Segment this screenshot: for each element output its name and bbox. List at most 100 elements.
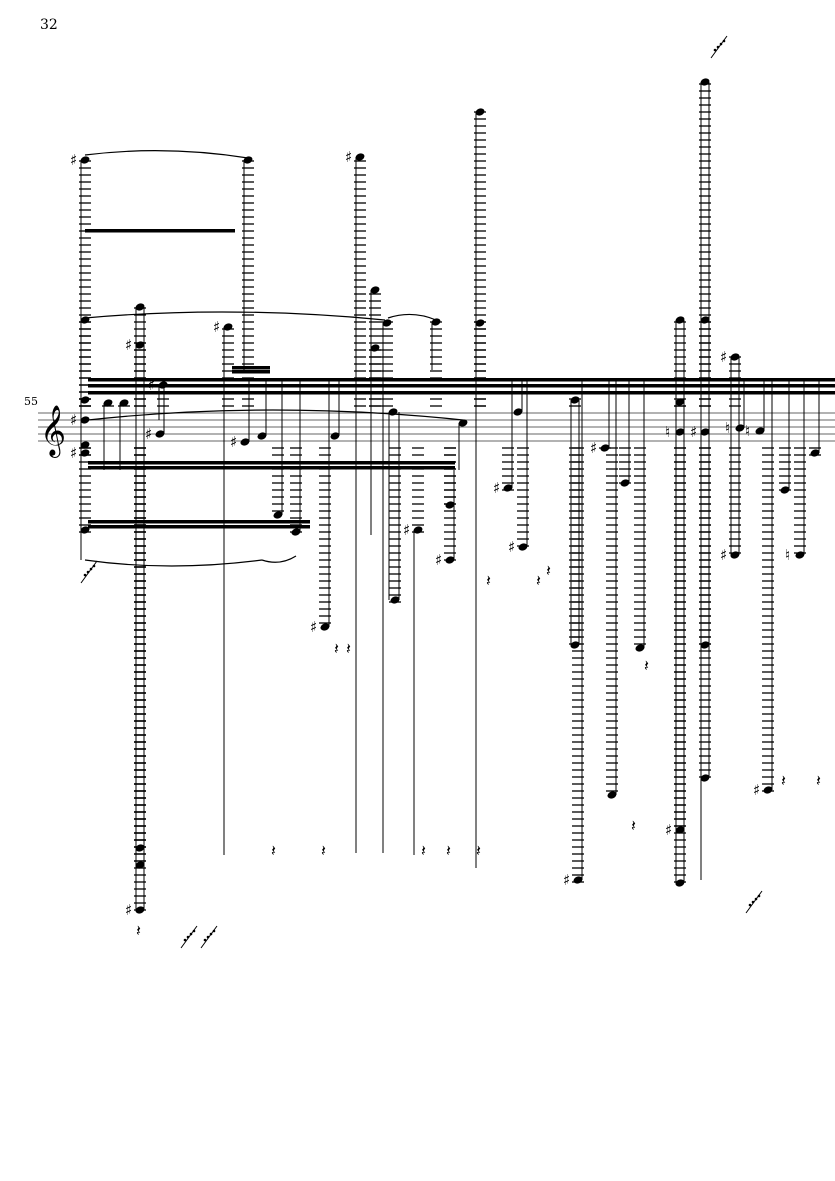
sharp-icon: ♯: [508, 538, 515, 556]
tremolo-dot: [83, 573, 87, 577]
notehead: [600, 444, 610, 452]
notehead: [273, 511, 283, 519]
sharp-icon: ♯: [145, 425, 152, 443]
note: ♯: [145, 380, 165, 443]
notehead: [795, 551, 805, 559]
sharp-icon: ♯: [690, 423, 697, 441]
note: [474, 319, 486, 868]
notehead: [135, 906, 145, 914]
sharp-icon: ♯: [125, 901, 132, 919]
note: ♯: [493, 380, 514, 497]
note: [699, 82, 711, 782]
notehead: [445, 501, 455, 509]
notehead: [370, 344, 380, 352]
notehead: [570, 396, 580, 404]
note: ♮: [665, 423, 685, 883]
quarter-rest-icon: 𝄽: [536, 571, 541, 590]
note: ♯: [563, 380, 584, 889]
sharp-icon: ♯: [70, 444, 77, 462]
note: ♮: [785, 380, 806, 564]
note: [389, 412, 401, 604]
sharp-icon: ♯: [403, 521, 410, 539]
notehead: [675, 316, 685, 324]
quarter-rest-icon: 𝄽: [346, 639, 351, 658]
quarter-rest-icon: 𝄽: [446, 841, 451, 860]
notehead: [513, 408, 523, 416]
note: ♯: [213, 318, 234, 855]
note: [779, 380, 791, 494]
sharp-icon: ♯: [70, 151, 77, 169]
tremolo-dot: [713, 48, 717, 52]
notehead: [240, 438, 250, 446]
note: [674, 320, 686, 887]
notehead: [763, 786, 773, 794]
note: ♯: [148, 376, 169, 420]
notehead: [573, 876, 583, 884]
natural-icon: ♮: [785, 546, 790, 564]
notehead: [135, 861, 145, 869]
notehead: [700, 774, 710, 782]
note: ♯: [345, 148, 366, 853]
notehead: [370, 286, 380, 294]
note: ♯: [690, 423, 710, 880]
notehead: [355, 153, 365, 161]
notehead: [735, 424, 745, 432]
notehead: [431, 318, 441, 326]
tremolo-dot: [748, 903, 752, 907]
quarter-rest-icon: 𝄽: [486, 571, 491, 590]
notehead: [413, 526, 423, 534]
quarter-rest-icon: 𝄽: [321, 841, 326, 860]
notehead: [320, 623, 330, 631]
note: ♯: [753, 380, 774, 799]
notehead: [382, 319, 392, 327]
notehead: [475, 319, 485, 327]
notehead: [700, 78, 710, 86]
tremolo-slash: [200, 925, 218, 949]
note: [381, 319, 393, 853]
notehead: [135, 341, 145, 349]
beam: [88, 461, 455, 465]
notehead: [700, 316, 710, 324]
quarter-rest-icon: 𝄽: [334, 639, 339, 658]
page-number: 32: [40, 17, 58, 33]
beam: [88, 525, 310, 529]
beam: [88, 466, 455, 470]
note: ♯: [508, 380, 529, 556]
note: [569, 396, 581, 645]
note: ♯: [230, 380, 250, 451]
notehead: [458, 419, 468, 427]
sharp-icon: ♯: [590, 439, 597, 457]
notehead: [445, 556, 455, 564]
tremolo-dot: [203, 938, 207, 942]
note: [79, 447, 91, 560]
note: ♮: [725, 380, 745, 437]
sharp-icon: ♯: [493, 479, 500, 497]
quarter-rest-icon: 𝄽: [631, 816, 636, 835]
sharp-icon: ♯: [720, 546, 727, 564]
sharp-icon: ♯: [345, 148, 352, 166]
beam: [88, 378, 835, 382]
beam: [88, 384, 835, 388]
note: [634, 380, 646, 652]
sharp-icon: ♯: [720, 348, 727, 366]
notehead: [607, 791, 617, 799]
sharp-icon: ♯: [310, 618, 317, 636]
sharp-icon: ♯: [435, 551, 442, 569]
sharp-icon: ♯: [125, 336, 132, 354]
note: [430, 318, 442, 407]
tremolo-mark-icon: [200, 925, 218, 949]
tremolo-slash: [710, 35, 728, 59]
tremolo-slash: [180, 925, 198, 949]
natural-icon: ♮: [725, 419, 730, 437]
notehead: [80, 396, 90, 404]
notehead: [155, 430, 165, 438]
tremolo-slash: [80, 560, 98, 584]
natural-icon: ♮: [665, 423, 670, 441]
notehead: [810, 449, 820, 457]
notehead: [675, 398, 685, 406]
notehead: [780, 486, 790, 494]
staff: [38, 412, 835, 442]
notehead: [675, 826, 685, 834]
notes: ♯♯♯♯♯♯♯♯♯♯♯♯♯♯♯♯♯♮♯♯♯♯♮♮♯♮: [70, 78, 821, 919]
